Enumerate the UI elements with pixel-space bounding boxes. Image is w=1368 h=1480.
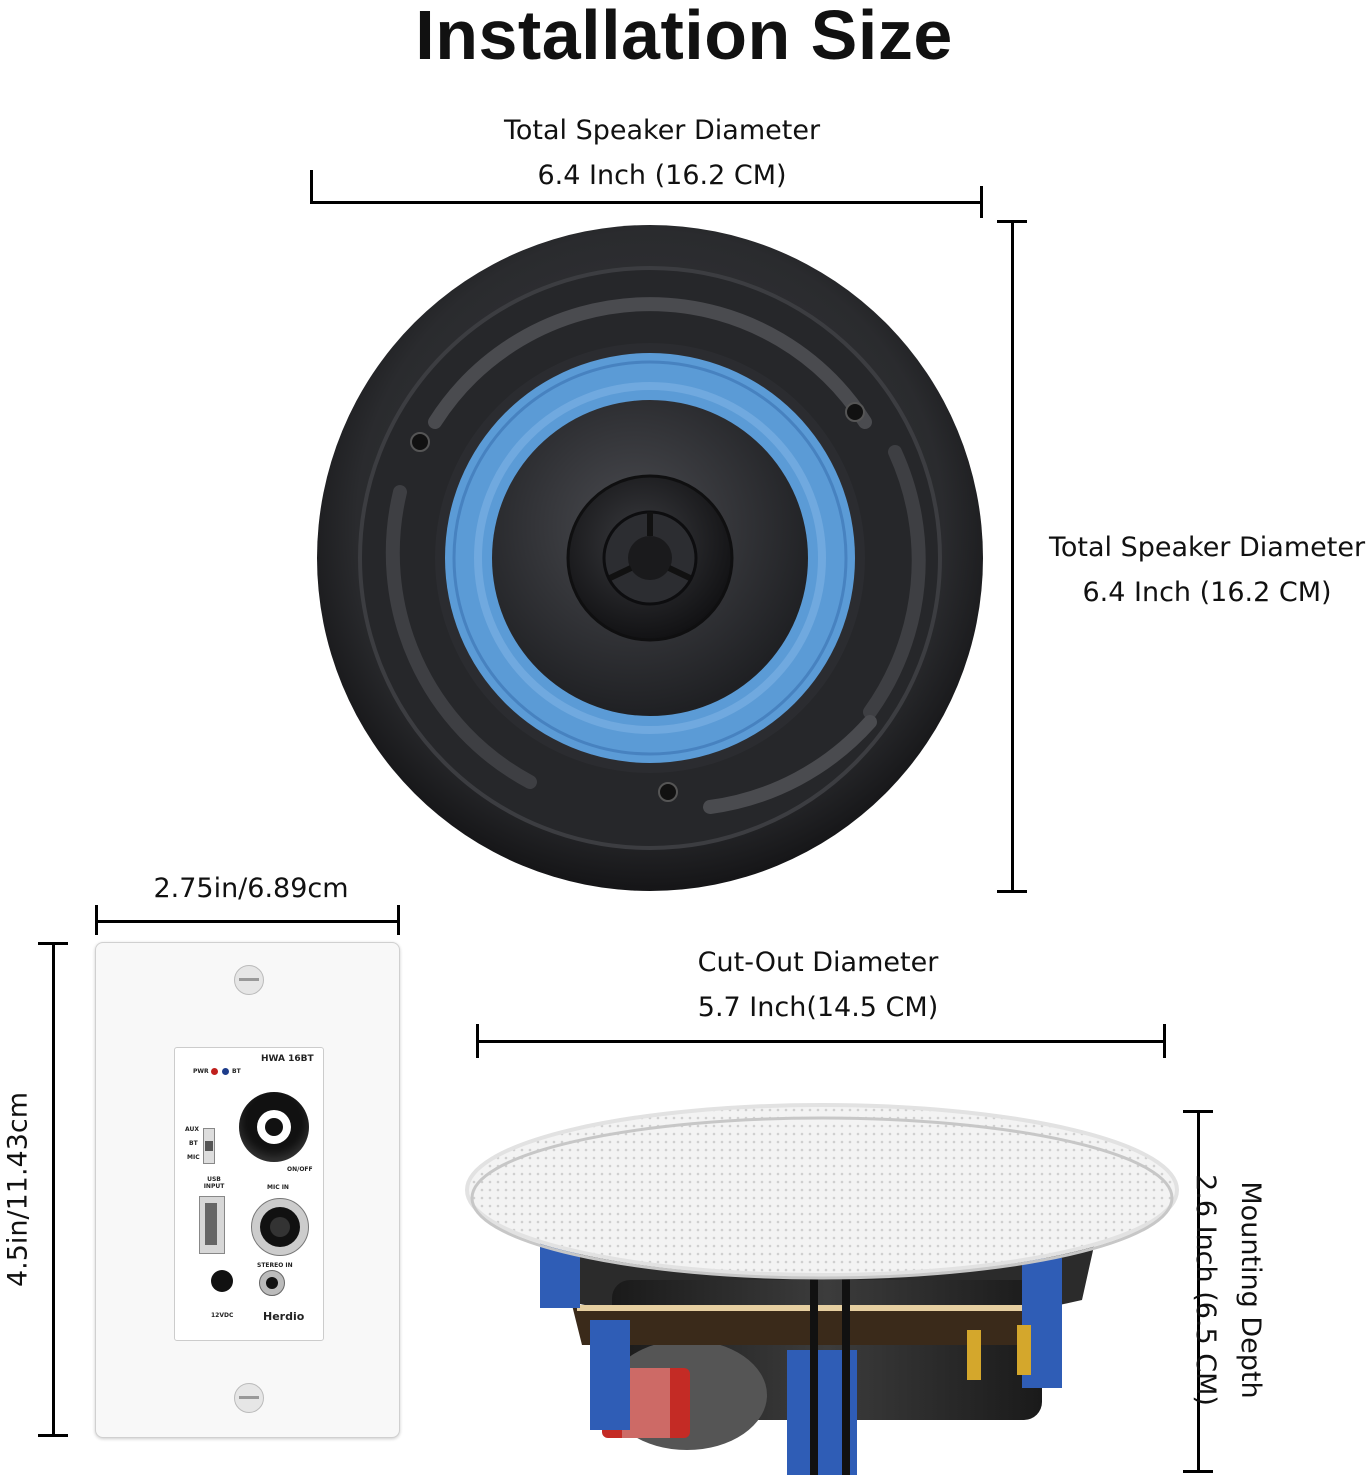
source-switch[interactable] [203, 1128, 215, 1164]
cutout-dimension-line [477, 1040, 1165, 1043]
speaker-width-tick-right [980, 186, 983, 218]
bt-led-icon [222, 1068, 229, 1075]
cutout-line1: Cut-Out Diameter [697, 947, 939, 978]
depth-dimension-line [1197, 1111, 1200, 1473]
brand-label: Herdio [263, 1310, 305, 1323]
depth-label: Mounting Depth 2.6 Inch (6.5 CM) [1183, 1140, 1273, 1440]
plate-height-tick-bottom [38, 1434, 68, 1437]
bottom-screw-icon [234, 1383, 264, 1413]
depth-line2: 2.6 Inch (6.5 CM) [1190, 1174, 1221, 1406]
cutout-tick-right [1163, 1024, 1166, 1058]
speaker-width-tick-left [310, 170, 313, 204]
pwr-led-icon [211, 1068, 218, 1075]
speaker-front-image [317, 225, 983, 891]
mic-in-jack[interactable] [251, 1198, 309, 1256]
dc-jack[interactable] [211, 1270, 233, 1292]
usb-port[interactable] [199, 1196, 225, 1254]
plate-width-label: 2.75in/6.89cm [153, 873, 349, 904]
speaker-height-tick-top [997, 220, 1027, 223]
cutout-tick-left [476, 1024, 479, 1058]
model-label: HWA 16BT [261, 1054, 314, 1064]
speaker-height-line1: Total Speaker Diameter [1048, 532, 1366, 563]
usb-label: USB INPUT [203, 1176, 225, 1190]
mic-in-label: MIC IN [267, 1184, 289, 1191]
stereo-in-label: STEREO IN [257, 1262, 293, 1269]
stereo-in-jack[interactable] [259, 1270, 285, 1296]
bt-led-label: BT [232, 1068, 241, 1075]
plate-height-label: 4.5in/11.43cm [2, 1091, 34, 1288]
control-panel: HWA 16BT PWR BT AUX BT MIC ON/OFF USB IN… [174, 1047, 324, 1341]
depth-line1: Mounting Depth [1235, 1181, 1266, 1399]
dc-label: 12VDC [211, 1312, 234, 1319]
plate-width-tick-right [397, 905, 400, 935]
speaker-width-line1: Total Speaker Diameter [503, 115, 821, 146]
onoff-label: ON/OFF [287, 1166, 313, 1173]
plate-height-tick-top [38, 942, 68, 945]
speaker-height-tick-bottom [997, 890, 1027, 893]
speaker-width-line2: 6.4 Inch (16.2 CM) [537, 160, 787, 191]
plate-width-tick-left [95, 905, 98, 935]
switch-aux-label: AUX [185, 1126, 199, 1133]
plate-width-dimension-line [96, 920, 400, 923]
volume-knob[interactable] [239, 1092, 309, 1162]
page-title: Installation Size [415, 0, 953, 74]
cutout-line2: 5.7 Inch(14.5 CM) [697, 992, 939, 1023]
depth-tick-bottom [1183, 1470, 1213, 1473]
speaker-side-image [465, 1103, 1179, 1475]
switch-bt-label: BT [189, 1140, 198, 1147]
speaker-width-dimension-line [311, 201, 983, 204]
switch-mic-label: MIC [187, 1154, 200, 1161]
pwr-label: PWR [193, 1068, 209, 1075]
speaker-height-line2: 6.4 Inch (16.2 CM) [1082, 577, 1332, 608]
wall-plate: HWA 16BT PWR BT AUX BT MIC ON/OFF USB IN… [95, 942, 400, 1438]
plate-height-dimension-line [52, 943, 55, 1437]
speaker-width-label: Total Speaker Diameter 6.4 Inch (16.2 CM… [412, 108, 912, 198]
depth-tick-top [1183, 1110, 1213, 1113]
cutout-label: Cut-Out Diameter 5.7 Inch(14.5 CM) [568, 940, 1068, 1030]
speaker-height-dimension-line [1011, 221, 1014, 893]
top-screw-icon [234, 965, 264, 995]
speaker-height-label: Total Speaker Diameter 6.4 Inch (16.2 CM… [1046, 525, 1368, 615]
